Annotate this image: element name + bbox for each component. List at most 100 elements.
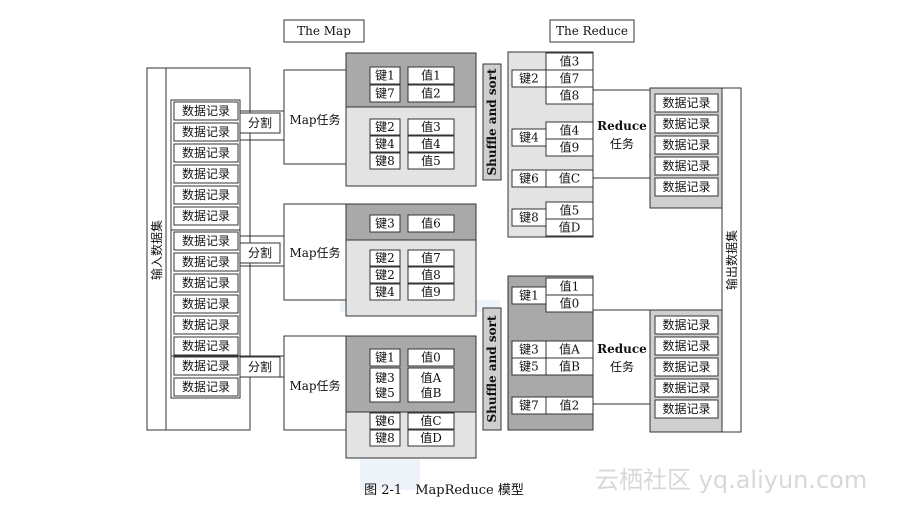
reduce-task-label-1: Reduce xyxy=(597,119,647,133)
reduce-value-box xyxy=(545,138,594,157)
reduce-value-box xyxy=(545,396,594,415)
split-group-1: 分割 xyxy=(239,110,284,141)
map-value-box xyxy=(407,348,455,367)
reduce-task-sub-1: 任务 xyxy=(610,136,634,151)
reduce-key: 键8 xyxy=(519,211,539,225)
output-record-box xyxy=(654,177,719,197)
map-task-3: Map任务 xyxy=(283,335,347,431)
input-record: 数据记录 xyxy=(182,338,230,353)
reduce-key: 键7 xyxy=(519,399,539,413)
input-record: 数据记录 xyxy=(182,187,230,202)
output-record: 数据记录 xyxy=(662,359,710,374)
map-key-box xyxy=(369,135,401,153)
output-record: 数据记录 xyxy=(662,317,710,332)
reduce-value: 值3 xyxy=(560,54,580,69)
reduce-value: 值4 xyxy=(560,123,580,138)
input-record: 数据记录 xyxy=(182,103,230,118)
map-value: 值2 xyxy=(421,86,441,101)
map-value: 值B xyxy=(421,385,442,400)
reduce-value: 值A xyxy=(559,342,580,357)
map-key: 键2 xyxy=(375,251,395,265)
split-label: 分割 xyxy=(248,245,272,260)
reduce-value: 值5 xyxy=(560,203,580,218)
map-key-box xyxy=(369,429,401,447)
map-value-box xyxy=(407,135,455,153)
output-record-box xyxy=(654,93,719,113)
shuffle-label: Shuffle and sort xyxy=(485,315,499,422)
reduce-key: 键6 xyxy=(519,172,539,186)
map-value: 值6 xyxy=(421,216,441,231)
map-key: 键7 xyxy=(375,87,395,101)
map-value: 值1 xyxy=(421,68,441,83)
map-value-box xyxy=(407,266,455,284)
output-record-box xyxy=(654,336,719,356)
input-record: 数据记录 xyxy=(182,275,230,290)
map-value-box xyxy=(407,84,455,103)
reduce-value-box xyxy=(545,218,594,237)
reduce-value: 值7 xyxy=(560,71,580,86)
map-key: 键4 xyxy=(375,285,395,299)
input-record-box xyxy=(173,356,239,376)
map-value-box xyxy=(407,412,455,430)
map-title-box xyxy=(283,19,365,43)
map-value-box xyxy=(407,249,455,267)
map-key-box xyxy=(369,348,401,367)
output-record-box xyxy=(654,156,719,176)
input-record: 数据记录 xyxy=(182,145,230,160)
input-record: 数据记录 xyxy=(182,358,230,373)
shuffle-label: Shuffle and sort xyxy=(485,68,499,175)
map-task-2: Map任务 xyxy=(283,203,347,301)
input-record: 数据记录 xyxy=(182,233,230,248)
map-key: 键8 xyxy=(375,431,395,445)
reduce-task-sub-2: 任务 xyxy=(610,359,634,374)
output-dataset-label: 输出数据集 xyxy=(724,230,739,290)
input-record-box xyxy=(173,164,239,184)
input-records: 数据记录数据记录数据记录数据记录数据记录数据记录数据记录数据记录数据记录数据记录… xyxy=(170,99,241,399)
map-key: 键3 xyxy=(375,371,395,385)
output-record: 数据记录 xyxy=(662,95,710,110)
output-record-box xyxy=(654,399,719,419)
map-key-box xyxy=(369,249,401,267)
map-key-box xyxy=(369,283,401,301)
reduce-key: 键5 xyxy=(519,360,539,374)
input-record-box xyxy=(173,336,239,356)
shuffle-bar-2: Shuffle and sort xyxy=(482,307,502,431)
input-record-box xyxy=(173,122,239,142)
output-record: 数据记录 xyxy=(662,380,710,395)
map-title: The Map xyxy=(297,24,351,38)
input-record-box xyxy=(173,143,239,163)
output-record-box xyxy=(654,114,719,134)
map-key-box xyxy=(369,66,401,85)
input-record: 数据记录 xyxy=(182,379,230,394)
map-task-label: Map任务 xyxy=(289,245,340,260)
split-group-3: 分割 xyxy=(239,355,284,378)
map-value: 值8 xyxy=(421,267,441,282)
input-record: 数据记录 xyxy=(182,317,230,332)
map-value: 值0 xyxy=(421,350,441,365)
input-record: 数据记录 xyxy=(182,208,230,223)
map-value: 值D xyxy=(420,430,442,445)
output-record: 数据记录 xyxy=(662,401,710,416)
map-value-box xyxy=(407,66,455,85)
map-key: 键8 xyxy=(375,154,395,168)
map-task-1: Map任务 xyxy=(283,69,347,165)
input-record: 数据记录 xyxy=(182,296,230,311)
reduce-value: 值2 xyxy=(560,398,580,413)
input-record-box xyxy=(173,101,239,121)
input-dataset-label: 输入数据集 xyxy=(149,220,164,280)
reduce-title: The Reduce xyxy=(556,24,628,38)
map-value-box xyxy=(407,429,455,447)
map-value-box xyxy=(407,152,455,170)
map-value: 值5 xyxy=(421,153,441,168)
reduce-value: 值1 xyxy=(560,279,580,294)
input-record: 数据记录 xyxy=(182,254,230,269)
reduce-value: 值8 xyxy=(560,88,580,103)
input-record-box xyxy=(173,315,239,335)
